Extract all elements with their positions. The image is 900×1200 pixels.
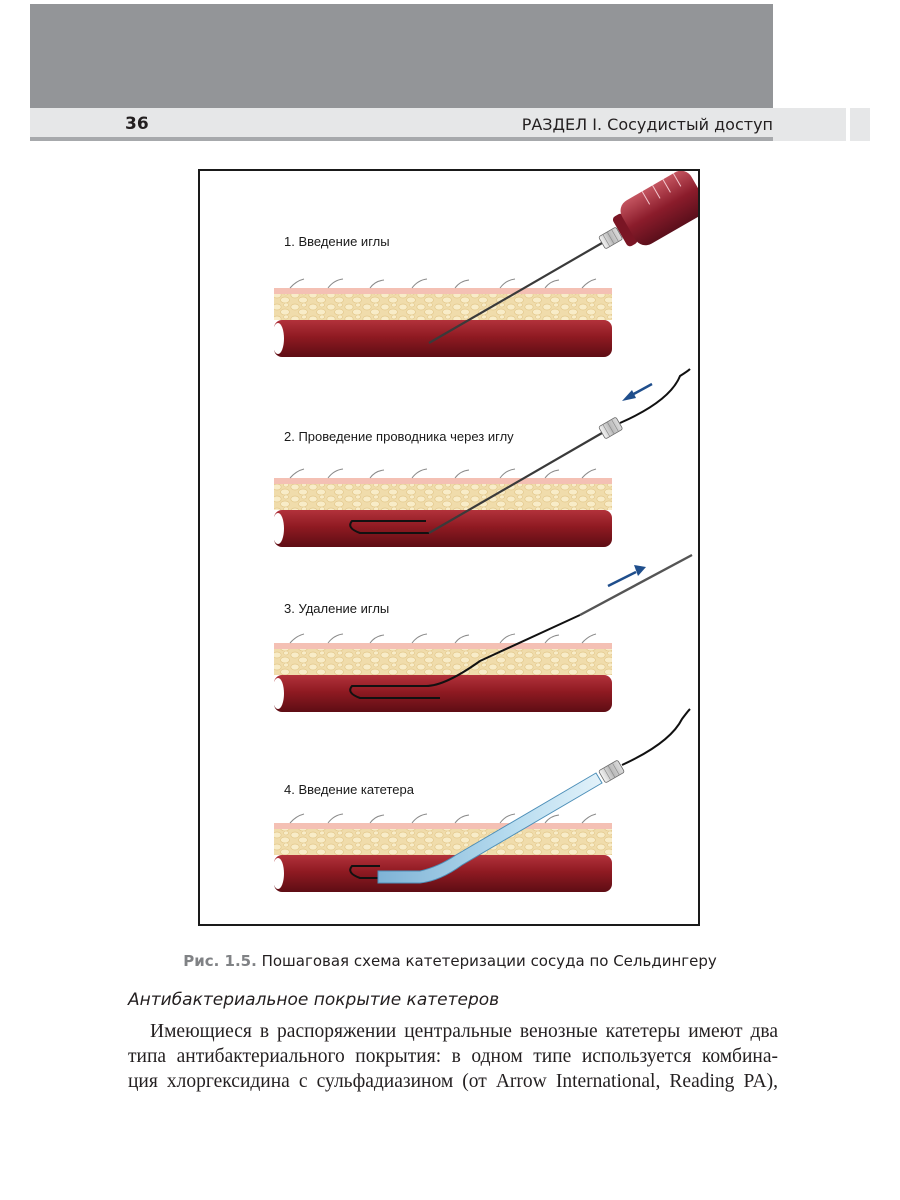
guidewire [621,708,691,766]
guidewire-loop [349,865,380,879]
header-rule [30,137,773,141]
guidewire [619,368,691,424]
seldinger-figure: 1. Введение иглы 2. Проведение проводник… [198,169,700,926]
header-color-band [30,4,773,108]
guidewire-loop [349,520,429,534]
body-line: ция хлоргексидина с сульфадиазином (от A… [128,1071,778,1092]
arrow-out-icon [607,565,646,588]
body-line: Имеющиеся в распоряжении центральные вен… [150,1021,778,1042]
tissue-layer [272,278,612,357]
figure-caption: Рис. 1.5. Пошаговая схема катетеризации … [0,952,900,970]
body-paragraph: Имеющиеся в распоряжении центральные вен… [128,1019,778,1094]
tissue-layer [272,633,612,712]
needle [428,242,603,344]
step-3-label: 3. Удаление иглы [284,601,390,616]
panel-4-catheter-insertion [272,708,691,892]
running-head-title: РАЗДЕЛ I. Сосудистый доступ [521,115,773,134]
guidewire [349,614,581,699]
step-2-label: 2. Проведение проводника через иглу [284,429,514,444]
step-1-label: 1. Введение иглы [284,234,390,249]
caption-text: Пошаговая схема катетеризации сосуда по … [256,952,717,970]
seldinger-illustration [272,171,698,892]
step-4-label: 4. Введение катетера [284,782,414,797]
needle [579,553,693,617]
needle-hub-icon [598,417,623,439]
tissue-layer [272,468,612,547]
needle-hub-icon [598,227,623,249]
section-heading: Антибактериальное покрытие катетеров [128,990,500,1010]
catheter [377,772,603,884]
panel-1-needle-insertion [272,171,698,357]
page-number: 36 [125,114,149,134]
arrow-in-icon [622,382,653,401]
needle [428,432,603,534]
body-line: типа антибактериального покрытия: в одно… [128,1046,778,1067]
tissue-layer [272,813,612,892]
syringe-icon [612,171,698,247]
header-separator [846,108,850,141]
caption-label: Рис. 1.5. [183,952,257,970]
panel-3-needle-removal [272,553,693,712]
catheter-hub-icon [598,760,625,783]
running-header: 36 РАЗДЕЛ I. Сосудистый доступ [30,108,870,141]
panel-2-guidewire-insertion [272,368,691,547]
